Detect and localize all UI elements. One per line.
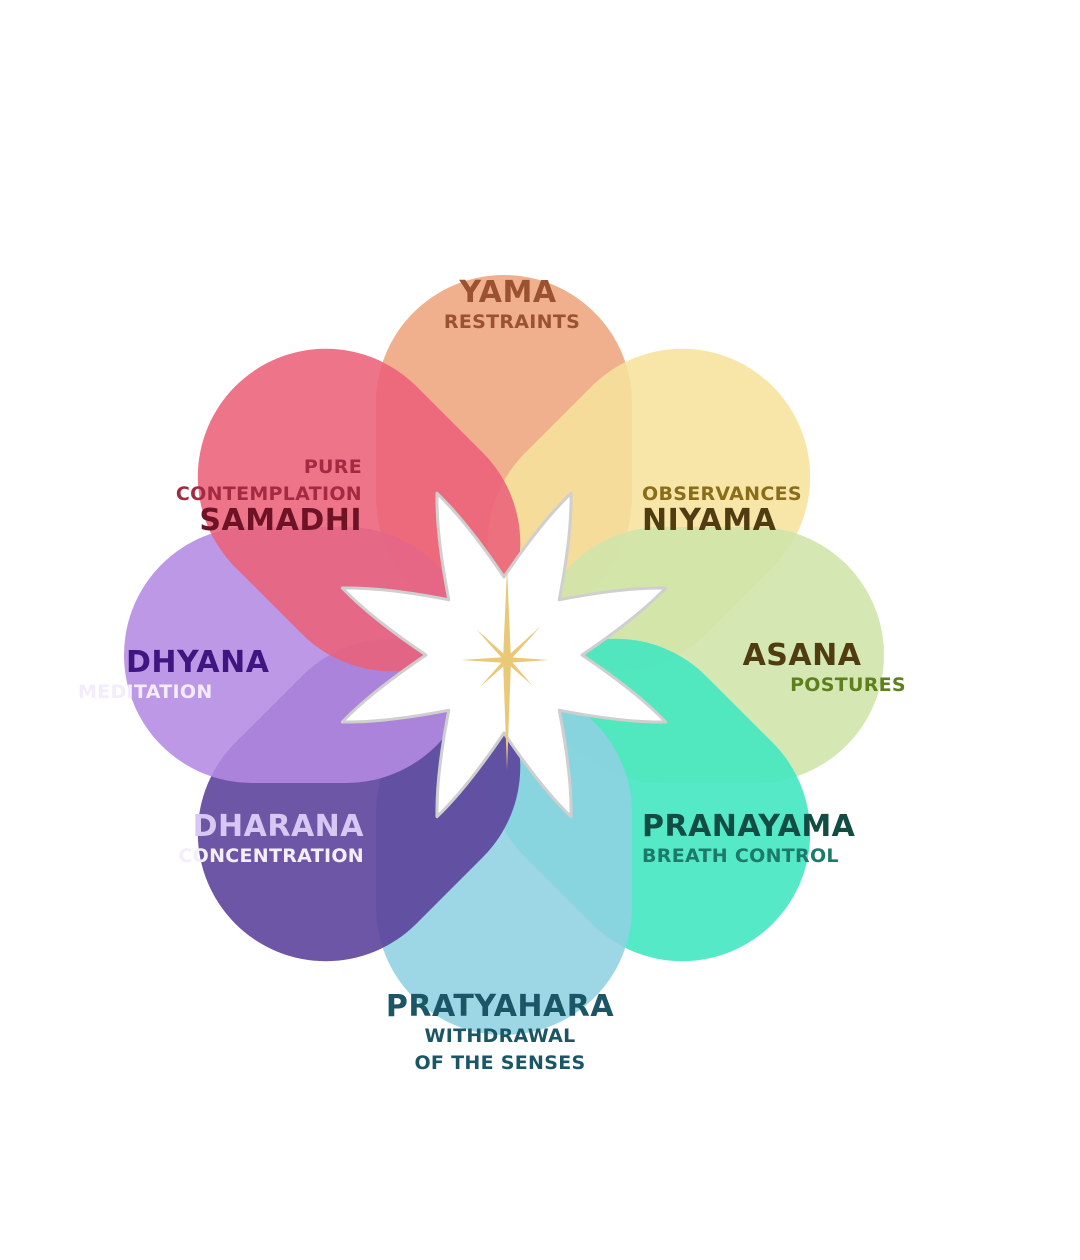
label-samadhi: SAMADHI PURE CONTEMPLATION	[176, 456, 362, 538]
sparkle-ray	[503, 660, 511, 770]
limb-name-pranayama: PRANAYAMA	[642, 809, 856, 844]
center-flower	[340, 491, 668, 819]
limb-name-pratyahara: PRATYAHARA	[386, 989, 614, 1024]
limb-meaning-samadhi: CONTEMPLATION	[176, 483, 362, 505]
sparkle-ray	[475, 628, 509, 662]
limb-meaning-niyama: OBSERVANCES	[642, 483, 802, 505]
sparkle-ray	[505, 626, 541, 662]
limb-meaning-yama: RESTRAINTS	[444, 311, 580, 333]
limb-name-dhyana: DHYANA	[126, 645, 270, 680]
sparkle-ray	[480, 658, 509, 687]
limb-name-yama: YAMA	[458, 275, 556, 310]
limb-name-niyama: NIYAMA	[642, 503, 777, 538]
limb-meaning-pratyahara: WITHDRAWAL	[424, 1025, 575, 1047]
sparkle-ray	[507, 657, 549, 663]
limb-name-asana: ASANA	[743, 638, 862, 673]
limb-name-samadhi: SAMADHI	[199, 503, 362, 538]
petal-samadhi	[197, 348, 521, 672]
limb-meaning-dharana: CONCENTRATION	[178, 845, 364, 867]
limb-meaning-pranayama: BREATH CONTROL	[642, 845, 839, 867]
limb-meaning-dhyana: MEDITATION	[78, 681, 213, 703]
sparkle-ray	[461, 657, 507, 663]
sparkle-ray	[503, 568, 511, 660]
limb-meaning-pratyahara: OF THE SENSES	[414, 1052, 585, 1074]
limb-meaning-asana: POSTURES	[790, 674, 906, 696]
sparkle-ray	[505, 658, 533, 686]
sparkle-icon	[461, 568, 549, 770]
limb-name-dharana: DHARANA	[193, 809, 365, 844]
limb-meaning-samadhi: PURE	[304, 456, 362, 478]
